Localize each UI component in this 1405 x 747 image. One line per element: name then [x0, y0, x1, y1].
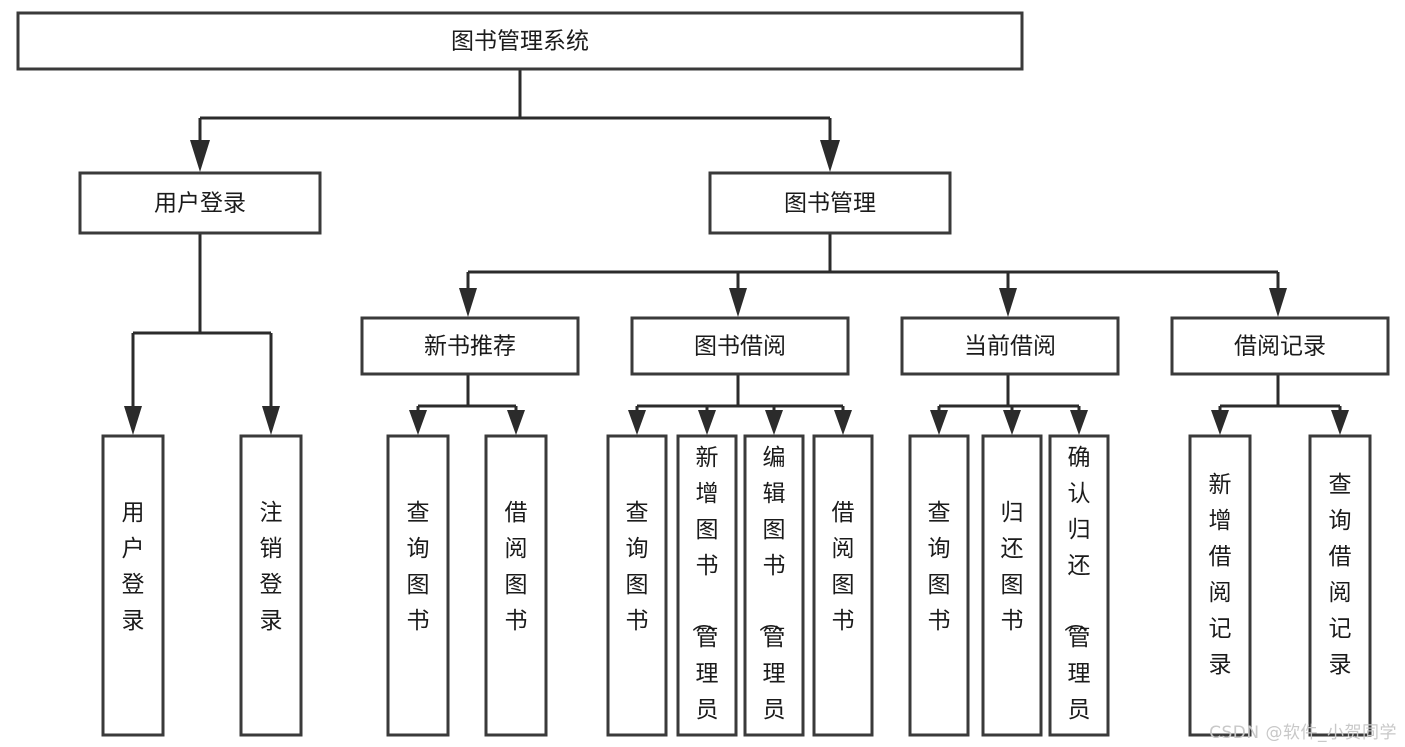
- node-leaf-edit-book-admin-label: 编辑图书（管理员）: [757, 445, 786, 747]
- node-leaf-query-book-3[interactable]: 查询图书: [908, 434, 970, 737]
- arrow-head-book-borrow: [729, 288, 747, 317]
- node-leaf-user-login[interactable]: 用户登录: [101, 434, 165, 737]
- arrow-head-leaf-borrow-book-1: [507, 410, 525, 435]
- node-leaf-query-book-1-label: 查询图书: [407, 500, 430, 634]
- node-leaf-query-book-1-box[interactable]: [386, 434, 450, 737]
- node-leaf-logout-label: 注销登录: [260, 500, 283, 634]
- node-book-manage[interactable]: 图书管理: [708, 171, 952, 235]
- node-leaf-confirm-return-admin-label: 确认归还（管理员）: [1062, 445, 1091, 747]
- node-leaf-query-book-2[interactable]: 查询图书: [606, 434, 668, 737]
- node-current-borrow[interactable]: 当前借阅: [900, 316, 1120, 376]
- node-leaf-query-borrow-record[interactable]: 查询借阅记录: [1308, 434, 1372, 737]
- node-leaf-return-book-box[interactable]: [981, 434, 1043, 737]
- arrow-head-leaf-add-borrow-record: [1211, 410, 1229, 435]
- arrow-head-leaf-edit-book-admin: [765, 410, 783, 435]
- node-leaf-logout[interactable]: 注销登录: [239, 434, 303, 737]
- arrow-head-leaf-user-login: [124, 406, 142, 435]
- arrow-head-user-login: [190, 140, 210, 172]
- node-root[interactable]: 图书管理系统: [16, 11, 1024, 71]
- node-user-login-label: 用户登录: [154, 191, 246, 217]
- node-leaf-confirm-return-admin[interactable]: 确认归还（管理员）: [1048, 434, 1110, 747]
- node-leaf-borrow-book-2-box[interactable]: [812, 434, 874, 737]
- node-leaf-return-book[interactable]: 归还图书: [981, 434, 1043, 737]
- node-leaf-borrow-book-2-label: 借阅图书: [832, 500, 855, 634]
- node-leaf-edit-book-admin[interactable]: 编辑图书（管理员）: [743, 434, 805, 747]
- node-leaf-add-borrow-record-label: 新增借阅记录: [1209, 472, 1232, 678]
- node-leaf-query-book-2-box[interactable]: [606, 434, 668, 737]
- connector-group-new-book-recommend-to-leaves: [409, 374, 525, 435]
- connector-group-book-manage-to-level3: [459, 233, 1287, 317]
- node-borrow-record-label: 借阅记录: [1234, 334, 1326, 360]
- node-user-login[interactable]: 用户登录: [78, 171, 322, 235]
- arrow-head-leaf-query-book-3: [930, 410, 948, 435]
- arrow-head-leaf-add-book-admin: [698, 410, 716, 435]
- node-leaf-borrow-book-1[interactable]: 借阅图书: [484, 434, 548, 737]
- arrow-head-leaf-return-book: [1003, 410, 1021, 435]
- node-user-login-box[interactable]: [78, 171, 322, 235]
- node-leaf-query-borrow-record-label: 查询借阅记录: [1329, 472, 1352, 678]
- node-leaf-query-book-1[interactable]: 查询图书: [386, 434, 450, 737]
- arrow-head-new-book-recommend: [459, 288, 477, 317]
- arrow-head-current-borrow: [999, 288, 1017, 317]
- node-book-borrow-label: 图书借阅: [694, 334, 786, 360]
- node-borrow-record[interactable]: 借阅记录: [1170, 316, 1390, 376]
- arrow-head-leaf-confirm-return-admin: [1070, 410, 1088, 435]
- node-leaf-add-borrow-record-box[interactable]: [1188, 434, 1252, 737]
- node-leaf-return-book-label: 归还图书: [1001, 500, 1024, 634]
- connector-group-root-to-level2: [190, 69, 840, 172]
- node-borrow-record-box[interactable]: [1170, 316, 1390, 376]
- arrow-head-leaf-logout: [262, 406, 280, 435]
- node-leaf-user-login-label: 用户登录: [122, 500, 145, 634]
- node-leaf-edit-book-admin-box[interactable]: [743, 434, 805, 737]
- node-new-book-recommend-box[interactable]: [360, 316, 580, 376]
- node-book-manage-label: 图书管理: [784, 191, 876, 217]
- connector-group-current-borrow-to-leaves: [930, 374, 1088, 435]
- node-leaf-query-book-2-label: 查询图书: [626, 500, 649, 634]
- connector-group-borrow-record-to-leaves: [1211, 374, 1349, 435]
- node-book-borrow-box[interactable]: [630, 316, 850, 376]
- node-leaf-logout-box[interactable]: [239, 434, 303, 737]
- csdn-watermark: CSDN @软件_小贺同学: [1209, 723, 1397, 743]
- arrow-head-leaf-query-book-1: [409, 410, 427, 435]
- node-new-book-recommend-label: 新书推荐: [424, 334, 516, 360]
- node-leaf-borrow-book-1-box[interactable]: [484, 434, 548, 737]
- arrow-head-leaf-query-borrow-record: [1331, 410, 1349, 435]
- node-leaf-add-book-admin-label: 新增图书（管理员）: [690, 445, 719, 747]
- node-leaf-borrow-book-2[interactable]: 借阅图书: [812, 434, 874, 737]
- node-current-borrow-label: 当前借阅: [964, 334, 1056, 360]
- node-leaf-borrow-book-1-label: 借阅图书: [505, 500, 528, 634]
- node-leaf-user-login-box[interactable]: [101, 434, 165, 737]
- node-leaf-confirm-return-admin-box[interactable]: [1048, 434, 1110, 737]
- arrow-head-leaf-query-book-2: [628, 410, 646, 435]
- node-book-borrow[interactable]: 图书借阅: [630, 316, 850, 376]
- node-leaf-add-book-admin[interactable]: 新增图书（管理员）: [676, 434, 738, 747]
- node-leaf-add-borrow-record[interactable]: 新增借阅记录: [1188, 434, 1252, 737]
- node-book-manage-box[interactable]: [708, 171, 952, 235]
- node-leaf-query-borrow-record-box[interactable]: [1308, 434, 1372, 737]
- arrow-head-borrow-record: [1269, 288, 1287, 317]
- node-leaf-query-book-3-box[interactable]: [908, 434, 970, 737]
- connector-group-user-login-to-leaves: [124, 233, 280, 435]
- arrow-head-leaf-borrow-book-2: [834, 410, 852, 435]
- node-root-box[interactable]: [16, 11, 1024, 71]
- node-leaf-query-book-3-label: 查询图书: [928, 500, 951, 634]
- node-leaf-add-book-admin-box[interactable]: [676, 434, 738, 737]
- node-current-borrow-box[interactable]: [900, 316, 1120, 376]
- connector-group-book-borrow-to-leaves: [628, 374, 852, 435]
- node-root-label: 图书管理系统: [451, 29, 589, 55]
- arrow-head-book-manage: [820, 140, 840, 172]
- node-new-book-recommend[interactable]: 新书推荐: [360, 316, 580, 376]
